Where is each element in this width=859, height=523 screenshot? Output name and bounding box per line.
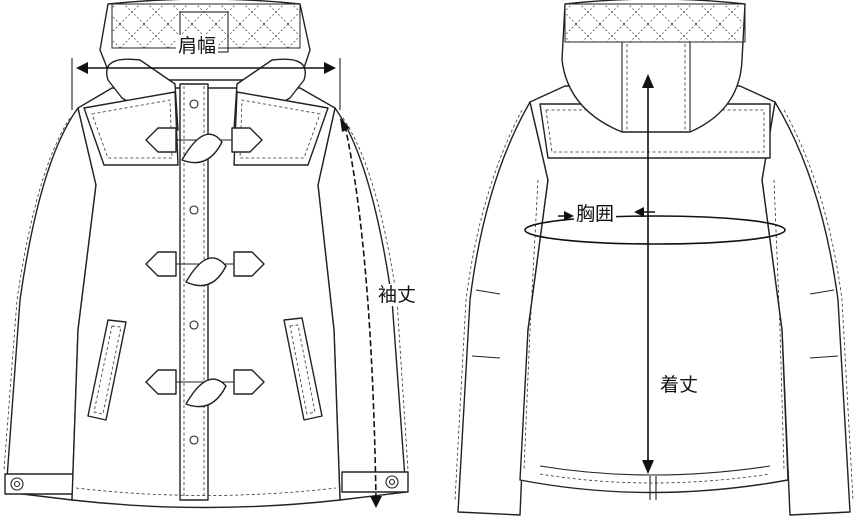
body-length-label: 着丈 [658,374,701,396]
shoulder-width-line [71,58,341,110]
front-left-pocket [87,319,127,421]
front-right-yoke [233,91,329,166]
sleeve-length-line [340,118,382,508]
toggle-1 [145,127,263,164]
jacket-front-view [3,0,409,509]
back-right-sleeve [761,101,851,516]
front-right-sleeve [317,107,407,501]
front-right-cuff-tab [341,471,409,493]
jacket-back-view [454,0,854,516]
placket-snaps [189,99,199,445]
toggle-2 [145,251,265,287]
sleeve-length-label: 袖丈 [376,284,419,306]
front-left-cuff-tab [4,473,74,495]
chest-line [524,207,786,245]
body-length-line [642,74,654,474]
back-body [519,85,789,494]
shoulder-width-label: 肩幅 [176,35,219,57]
back-left-sleeve [457,101,549,516]
toggle-3 [145,369,265,408]
chest-label: 胸囲 [574,203,617,225]
